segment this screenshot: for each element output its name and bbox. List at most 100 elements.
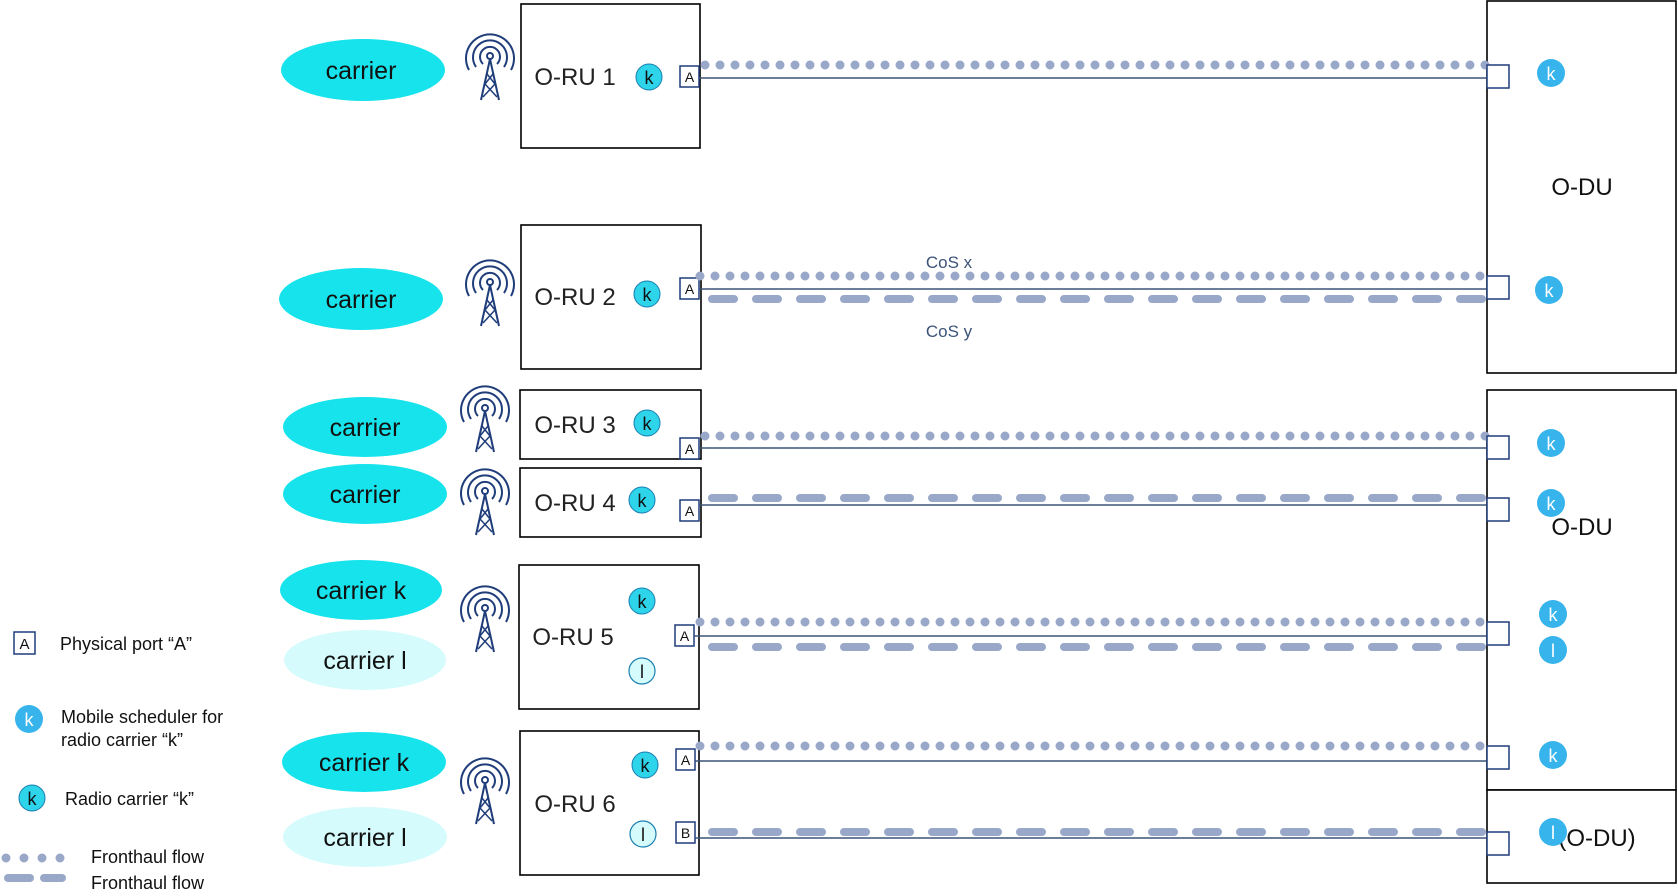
o-du-port-b	[1486, 831, 1510, 856]
o-du-port	[1486, 275, 1510, 300]
scheduler-l-symbol: l	[1551, 823, 1555, 843]
scheduler-k-symbol: k	[1549, 746, 1559, 766]
o-ru-5-box	[518, 564, 700, 710]
port-label: A	[685, 441, 695, 457]
radio-carrier-l-symbol: l	[641, 825, 645, 845]
scheduler-l-icon	[1539, 636, 1567, 664]
antenna-tower-icon	[460, 385, 510, 453]
o-ru-2-label: O-RU 2	[534, 284, 615, 311]
radio-carrier-k-icon	[631, 751, 659, 779]
antenna-tower-icon	[460, 757, 510, 825]
o-du-3: (O-DU)	[1486, 789, 1677, 884]
legend-scheduler-text-line1: Mobile scheduler for	[61, 707, 223, 727]
cos-x-label: CoS x	[926, 253, 973, 272]
radio-carrier-l-symbol: l	[640, 662, 644, 682]
radio-carrier-symbol: k	[638, 491, 648, 511]
carrier-k-ellipse	[280, 560, 442, 620]
carrier-label: carrier	[330, 414, 401, 442]
o-du-3-label: (O-DU)	[1558, 825, 1635, 852]
legend-port-symbol: A	[19, 636, 29, 653]
scheduler-symbol: k	[1547, 64, 1557, 84]
scheduler-icon	[1537, 59, 1565, 87]
scheduler-k-icon	[1539, 600, 1567, 628]
o-du-port	[1486, 497, 1510, 522]
legend-radio-carrier-icon	[18, 784, 46, 812]
legend-dashed-flow-text: Fronthaul flow	[91, 873, 205, 893]
legend-scheduler-symbol: k	[25, 710, 35, 730]
carrier-label: carrier	[330, 481, 401, 509]
radio-carrier-icon	[635, 63, 663, 91]
o-ru-4-box	[519, 467, 702, 538]
scheduler-k-icon	[1539, 741, 1567, 769]
row-o-ru-5: carrier k carrier l O-RU 5 k l A k l	[280, 560, 1567, 710]
o-ru-1-box	[520, 3, 701, 149]
legend-radio-carrier-symbol: k	[28, 789, 38, 809]
physical-port-b	[675, 821, 696, 844]
legend-radio-carrier-text: Radio carrier “k”	[65, 789, 194, 809]
antenna-tower-icon	[465, 259, 515, 327]
o-du-1-label: O-DU	[1551, 174, 1612, 201]
o-ru-3-box	[519, 389, 702, 460]
legend-scheduler-text-line2: radio carrier “k”	[61, 730, 183, 750]
scheduler-symbol: k	[1545, 281, 1555, 301]
carrier-l-label: carrier l	[323, 647, 406, 675]
legend-scheduler-icon	[15, 705, 43, 733]
cos-y-label: CoS y	[926, 322, 973, 341]
antenna-tower-icon	[460, 468, 510, 536]
carrier-l-ellipse	[284, 630, 446, 690]
scheduler-l-icon	[1539, 818, 1567, 846]
carrier-l-ellipse	[283, 807, 447, 867]
o-du-port	[1486, 621, 1510, 646]
antenna-tower-icon	[465, 33, 515, 101]
scheduler-icon	[1537, 489, 1565, 517]
port-label: A	[685, 503, 695, 519]
physical-port-a	[679, 65, 700, 88]
radio-carrier-l-icon	[629, 820, 657, 848]
antenna-tower-icon	[460, 585, 510, 653]
o-du-1: O-DU	[1486, 0, 1677, 374]
radio-carrier-l-icon	[628, 657, 656, 685]
scheduler-symbol: k	[1547, 494, 1557, 514]
radio-carrier-icon	[628, 486, 656, 514]
row-o-ru-2: carrier O-RU 2 k A CoS x CoS y k	[279, 224, 1563, 370]
o-ru-1-label: O-RU 1	[534, 64, 615, 91]
o-ru-6-box	[519, 730, 700, 876]
o-ru-6-label: O-RU 6	[534, 791, 615, 818]
port-label: A	[680, 628, 690, 644]
row-o-ru-3: carrier O-RU 3 k A k	[283, 385, 1565, 460]
radio-carrier-symbol: k	[645, 68, 655, 88]
carrier-k-label: carrier k	[319, 749, 410, 777]
carrier-label: carrier	[326, 57, 397, 85]
radio-carrier-symbol: k	[643, 414, 653, 434]
physical-port-a	[675, 748, 696, 771]
radio-carrier-icon	[633, 280, 661, 308]
o-du-2: O-DU	[1486, 389, 1677, 791]
o-du-2-label: O-DU	[1551, 514, 1612, 541]
scheduler-symbol: k	[1547, 434, 1557, 454]
scheduler-icon	[1537, 429, 1565, 457]
legend-port-text: Physical port “A”	[60, 634, 192, 654]
row-o-ru-4: carrier O-RU 4 k A k	[283, 464, 1565, 538]
carrier-l-label: carrier l	[323, 824, 406, 852]
scheduler-icon	[1535, 276, 1563, 304]
o-ru-4-label: O-RU 4	[534, 490, 615, 517]
legend-dotted-flow-text: Fronthaul flow	[91, 847, 205, 867]
port-a-label: A	[681, 752, 691, 768]
physical-port-a	[679, 499, 700, 522]
carrier-k-label: carrier k	[316, 577, 407, 605]
carrier-ellipse	[283, 397, 447, 457]
port-label: A	[685, 69, 695, 85]
carrier-k-ellipse	[282, 732, 446, 792]
carrier-ellipse	[281, 39, 445, 101]
radio-carrier-icon	[633, 409, 661, 437]
carrier-ellipse	[279, 268, 443, 330]
radio-carrier-symbol: k	[643, 285, 653, 305]
radio-carrier-k-icon	[628, 587, 656, 615]
carrier-label: carrier	[326, 286, 397, 314]
radio-carrier-k-symbol: k	[638, 592, 648, 612]
port-b-label: B	[681, 825, 690, 841]
legend: A Physical port “A” k Mobile scheduler f…	[1, 631, 223, 893]
o-du-port	[1486, 435, 1510, 460]
o-du-port	[1486, 64, 1510, 89]
